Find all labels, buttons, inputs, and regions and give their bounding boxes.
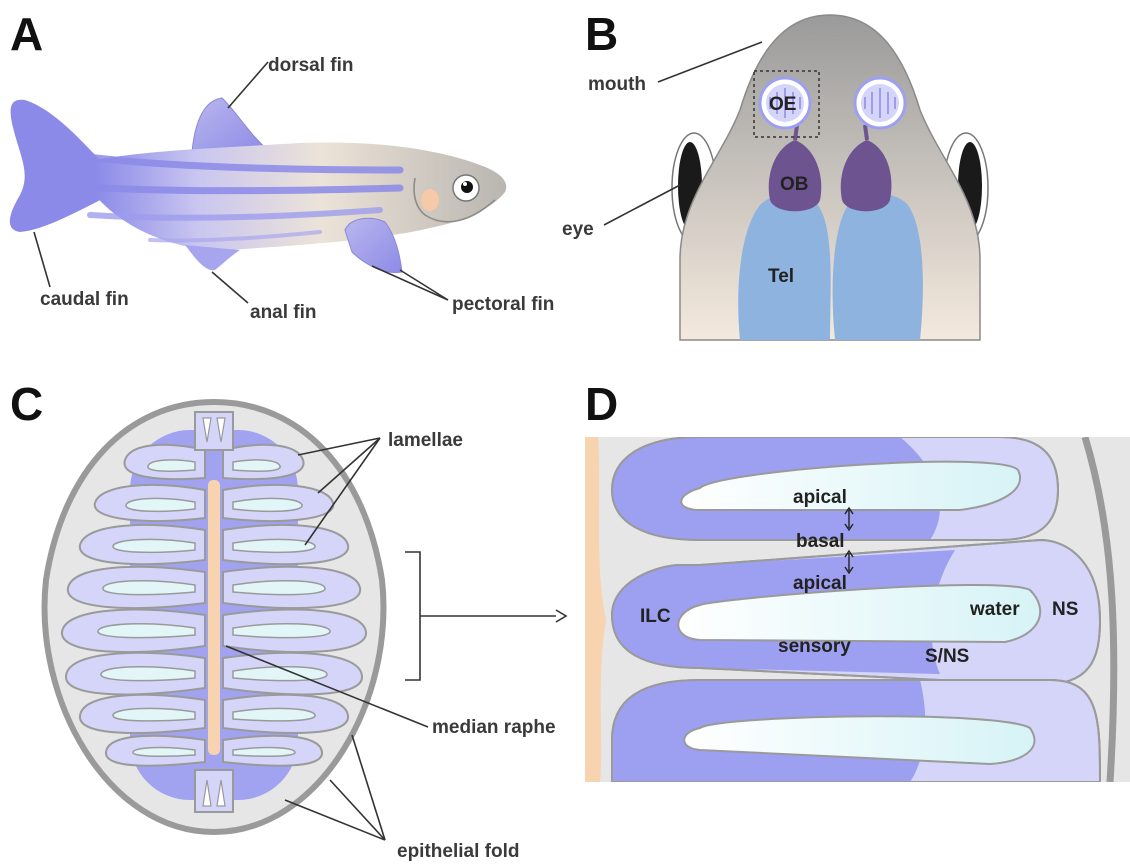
telencephalon-right bbox=[833, 194, 923, 340]
panel-a: A dorsal fin bbox=[10, 8, 555, 323]
olfactory-rosette bbox=[45, 402, 384, 832]
zebrafish-head: OE OB Tel bbox=[672, 15, 988, 340]
dorsal-fin-label: dorsal fin bbox=[268, 55, 354, 76]
ilc-label: ILC bbox=[640, 606, 671, 627]
panel-c: C bbox=[10, 378, 566, 862]
epithelial-fold-label: epithelial fold bbox=[397, 841, 519, 862]
panel-label-d: D bbox=[585, 378, 618, 430]
ns-label: NS bbox=[1052, 599, 1078, 620]
gill-spot bbox=[421, 189, 439, 211]
median-raphe bbox=[208, 480, 220, 755]
eye-label: eye bbox=[562, 219, 594, 240]
panel-b: B OE bbox=[562, 8, 988, 340]
panel-label-b: B bbox=[585, 8, 618, 60]
pectoral-fin-label: pectoral fin bbox=[452, 294, 554, 315]
oe-label: OE bbox=[769, 94, 796, 115]
sns-label: S/NS bbox=[925, 646, 969, 667]
panel-label-c: C bbox=[10, 378, 43, 430]
basal-label: basal bbox=[796, 531, 845, 552]
zoom-bracket bbox=[405, 552, 420, 680]
zebrafish bbox=[10, 98, 506, 273]
panel-d: D apical basal ap bbox=[585, 378, 1130, 782]
water-label: water bbox=[969, 599, 1020, 620]
sensory-label: sensory bbox=[778, 636, 851, 657]
mouth-label: mouth bbox=[588, 74, 646, 95]
panel-label-a: A bbox=[10, 8, 43, 60]
apical-bottom-label: apical bbox=[793, 573, 847, 594]
tel-label: Tel bbox=[768, 266, 794, 287]
lamellae-label: lamellae bbox=[388, 430, 463, 451]
apical-top-label: apical bbox=[793, 487, 847, 508]
median-raphe-label: median raphe bbox=[432, 717, 556, 738]
caudal-fin bbox=[10, 100, 110, 232]
anal-fin-label: anal fin bbox=[250, 302, 317, 323]
caudal-fin-label: caudal fin bbox=[40, 289, 129, 310]
ob-label: OB bbox=[780, 174, 809, 195]
